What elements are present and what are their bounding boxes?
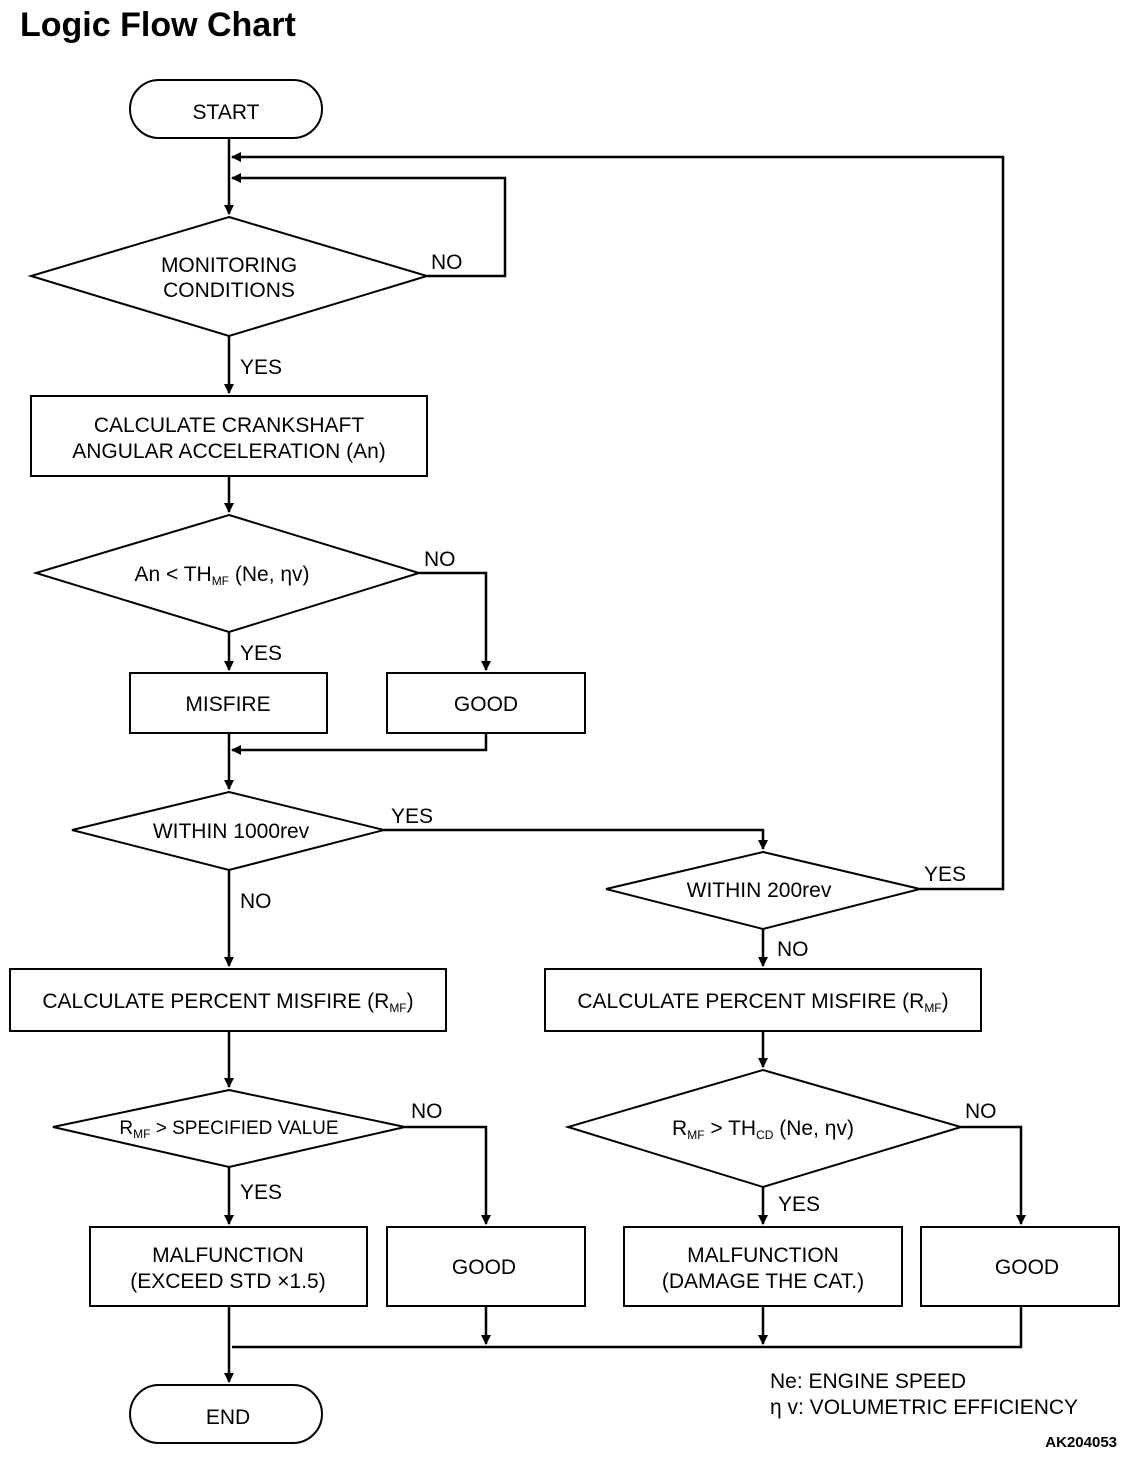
svg-text:MISFIRE: MISFIRE bbox=[185, 693, 270, 716]
label-rmf-spec-no: NO bbox=[411, 1100, 443, 1123]
svg-text:ANGULAR ACCELERATION (An): ANGULAR ACCELERATION (An) bbox=[72, 440, 386, 463]
within-1000rev-decision: WITHIN 1000rev bbox=[71, 790, 385, 872]
end-terminal: END bbox=[129, 1384, 323, 1444]
misfire-process: MISFIRE bbox=[129, 672, 328, 734]
label-within200-yes: YES bbox=[924, 863, 966, 886]
svg-text:WITHIN 200rev: WITHIN 200rev bbox=[687, 879, 832, 902]
rmf-specified-value-decision: RMF > SPECIFIED VALUE bbox=[52, 1088, 406, 1169]
svg-text:GOOD: GOOD bbox=[454, 693, 518, 716]
calc-crankshaft-process: CALCULATE CRANKSHAFT ANGULAR ACCELERATIO… bbox=[30, 395, 428, 477]
an-threshold-decision: An < THMF (Ne, ηv) bbox=[32, 513, 423, 634]
label-rmf-spec-yes: YES bbox=[240, 1181, 282, 1204]
malfunction-cat-process: MALFUNCTION (DAMAGE THE CAT.) bbox=[623, 1226, 903, 1307]
label-monitoring-yes: YES bbox=[240, 356, 282, 379]
label-within1000-yes: YES bbox=[391, 805, 433, 828]
arrow-good-merge bbox=[231, 733, 488, 755]
label-monitoring-no: NO bbox=[431, 251, 463, 274]
legend-eta-v: η v: VOLUMETRIC EFFICIENCY bbox=[770, 1396, 1078, 1419]
arrow-an-check-no bbox=[419, 571, 491, 671]
svg-text:MALFUNCTION: MALFUNCTION bbox=[152, 1244, 304, 1267]
svg-text:END: END bbox=[206, 1406, 250, 1429]
page-title: Logic Flow Chart bbox=[20, 6, 296, 44]
branch-labels: NO YES NO YES YES NO YES NO NO YES NO YE… bbox=[240, 251, 997, 1216]
start-terminal: START bbox=[129, 79, 323, 139]
arrow-rmf-spec-no bbox=[405, 1125, 491, 1225]
svg-text:MALFUNCTION: MALFUNCTION bbox=[687, 1244, 839, 1267]
arrow-monitoring-no-loop bbox=[231, 173, 507, 278]
legend: Ne: ENGINE SPEED η v: VOLUMETRIC EFFICIE… bbox=[770, 1370, 1078, 1419]
svg-text:MONITORING: MONITORING bbox=[161, 254, 297, 277]
monitoring-conditions-decision: MONITORING CONDITIONS bbox=[27, 215, 431, 338]
merge-bottom-line bbox=[232, 1306, 1023, 1349]
label-within1000-no: NO bbox=[240, 890, 272, 913]
label-an-check-yes: YES bbox=[240, 642, 282, 665]
svg-text:An < THMF (Ne, ηv): An < THMF (Ne, ηv) bbox=[134, 563, 309, 588]
svg-text:GOOD: GOOD bbox=[452, 1256, 516, 1279]
figure-code: AK204053 bbox=[1045, 1434, 1117, 1451]
svg-text:CONDITIONS: CONDITIONS bbox=[163, 279, 295, 302]
rmf-thcd-decision: RMF > THCD (Ne, ηv) bbox=[564, 1068, 965, 1189]
calc-percent-misfire-right: CALCULATE PERCENT MISFIRE (RMF) bbox=[544, 968, 982, 1032]
arrow-within1000-yes bbox=[384, 828, 768, 850]
svg-text:RMF > THCD (Ne, ηv): RMF > THCD (Ne, ηv) bbox=[672, 1117, 854, 1142]
svg-text:RMF > SPECIFIED VALUE: RMF > SPECIFIED VALUE bbox=[119, 1118, 338, 1141]
label-within200-no: NO bbox=[777, 938, 809, 961]
svg-text:CALCULATE PERCENT MISFIRE (RMF: CALCULATE PERCENT MISFIRE (RMF) bbox=[42, 990, 413, 1015]
svg-text:(EXCEED STD ×1.5): (EXCEED STD ×1.5) bbox=[130, 1270, 325, 1293]
svg-text:WITHIN 1000rev: WITHIN 1000rev bbox=[153, 820, 310, 843]
calc-percent-misfire-left: CALCULATE PERCENT MISFIRE (RMF) bbox=[9, 968, 447, 1032]
arrow-rmf-thcd-no bbox=[961, 1125, 1026, 1225]
label-an-check-no: NO bbox=[424, 548, 456, 571]
svg-text:GOOD: GOOD bbox=[995, 1256, 1059, 1279]
legend-ne: Ne: ENGINE SPEED bbox=[770, 1370, 966, 1393]
label-rmf-thcd-yes: YES bbox=[778, 1193, 820, 1216]
good-process-upper: GOOD bbox=[386, 672, 586, 734]
arrow-within200-yes-loop bbox=[231, 152, 1005, 891]
svg-text:START: START bbox=[193, 101, 260, 124]
good-process-lower-left: GOOD bbox=[386, 1226, 586, 1307]
malfunction-exceed-process: MALFUNCTION (EXCEED STD ×1.5) bbox=[89, 1226, 368, 1307]
good-process-lower-right: GOOD bbox=[920, 1226, 1120, 1307]
label-rmf-thcd-no: NO bbox=[965, 1100, 997, 1123]
svg-text:(DAMAGE THE CAT.): (DAMAGE THE CAT.) bbox=[662, 1270, 864, 1293]
svg-text:CALCULATE PERCENT MISFIRE (RMF: CALCULATE PERCENT MISFIRE (RMF) bbox=[577, 990, 948, 1015]
within-200rev-decision: WITHIN 200rev bbox=[605, 850, 921, 931]
svg-text:CALCULATE CRANKSHAFT: CALCULATE CRANKSHAFT bbox=[94, 414, 364, 437]
connectors bbox=[224, 138, 1026, 1383]
